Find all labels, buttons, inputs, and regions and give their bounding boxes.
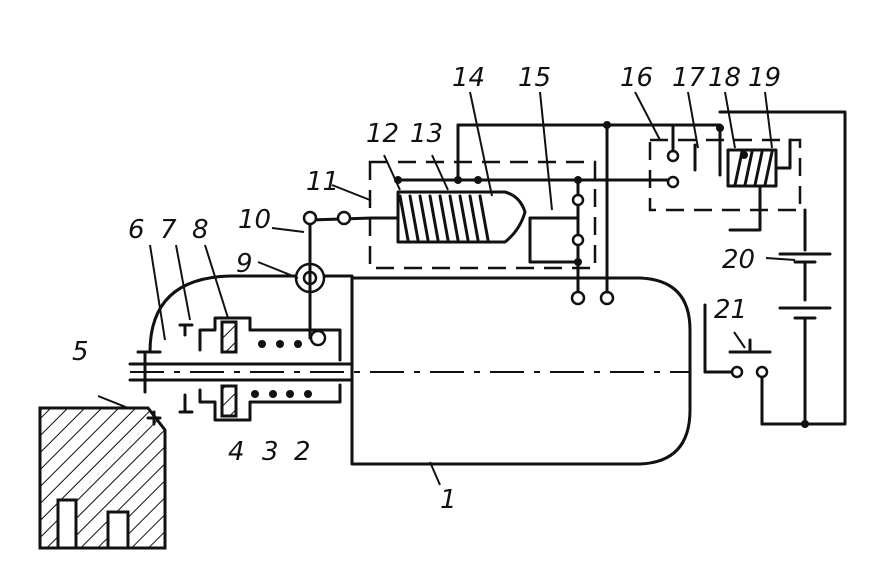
label-4: 4: [228, 437, 245, 467]
label-1: 1: [440, 485, 457, 515]
label-13: 13: [410, 119, 443, 149]
label-17: 17: [672, 63, 706, 93]
relay-contacts: [528, 121, 615, 306]
label-16: 16: [620, 63, 653, 93]
label-3: 3: [262, 437, 279, 467]
leader-lines: [97, 91, 796, 486]
battery: [778, 208, 832, 428]
start-switch: [703, 303, 807, 426]
label-20: 20: [722, 245, 755, 275]
flywheel-section: [38, 406, 167, 550]
starter-relay-housing: [648, 138, 802, 212]
pinion-clutch-assembly: [178, 316, 342, 422]
shift-lever: [294, 210, 374, 347]
label-18: 18: [708, 63, 741, 93]
starter-relay: [576, 123, 792, 232]
drive-housing-arc: [148, 274, 354, 354]
label-15: 15: [518, 63, 551, 93]
label-11: 11: [306, 167, 339, 197]
label-5: 5: [72, 337, 89, 367]
label-14: 14: [452, 63, 485, 93]
part-labels: 1 2 3 4 5 6 7 8 9 10 11 12 13 14 15 16 1…: [72, 63, 781, 515]
motor-body: [350, 276, 692, 466]
label-9: 9: [236, 249, 253, 279]
label-19: 19: [748, 63, 781, 93]
label-8: 8: [192, 215, 209, 245]
solenoid: [370, 123, 580, 244]
label-6: 6: [128, 215, 145, 245]
label-12: 12: [366, 119, 399, 149]
label-10: 10: [238, 205, 271, 235]
label-7: 7: [160, 215, 177, 245]
traction-relay-housing: [368, 160, 597, 270]
label-21: 21: [714, 295, 747, 325]
label-2: 2: [294, 437, 311, 467]
